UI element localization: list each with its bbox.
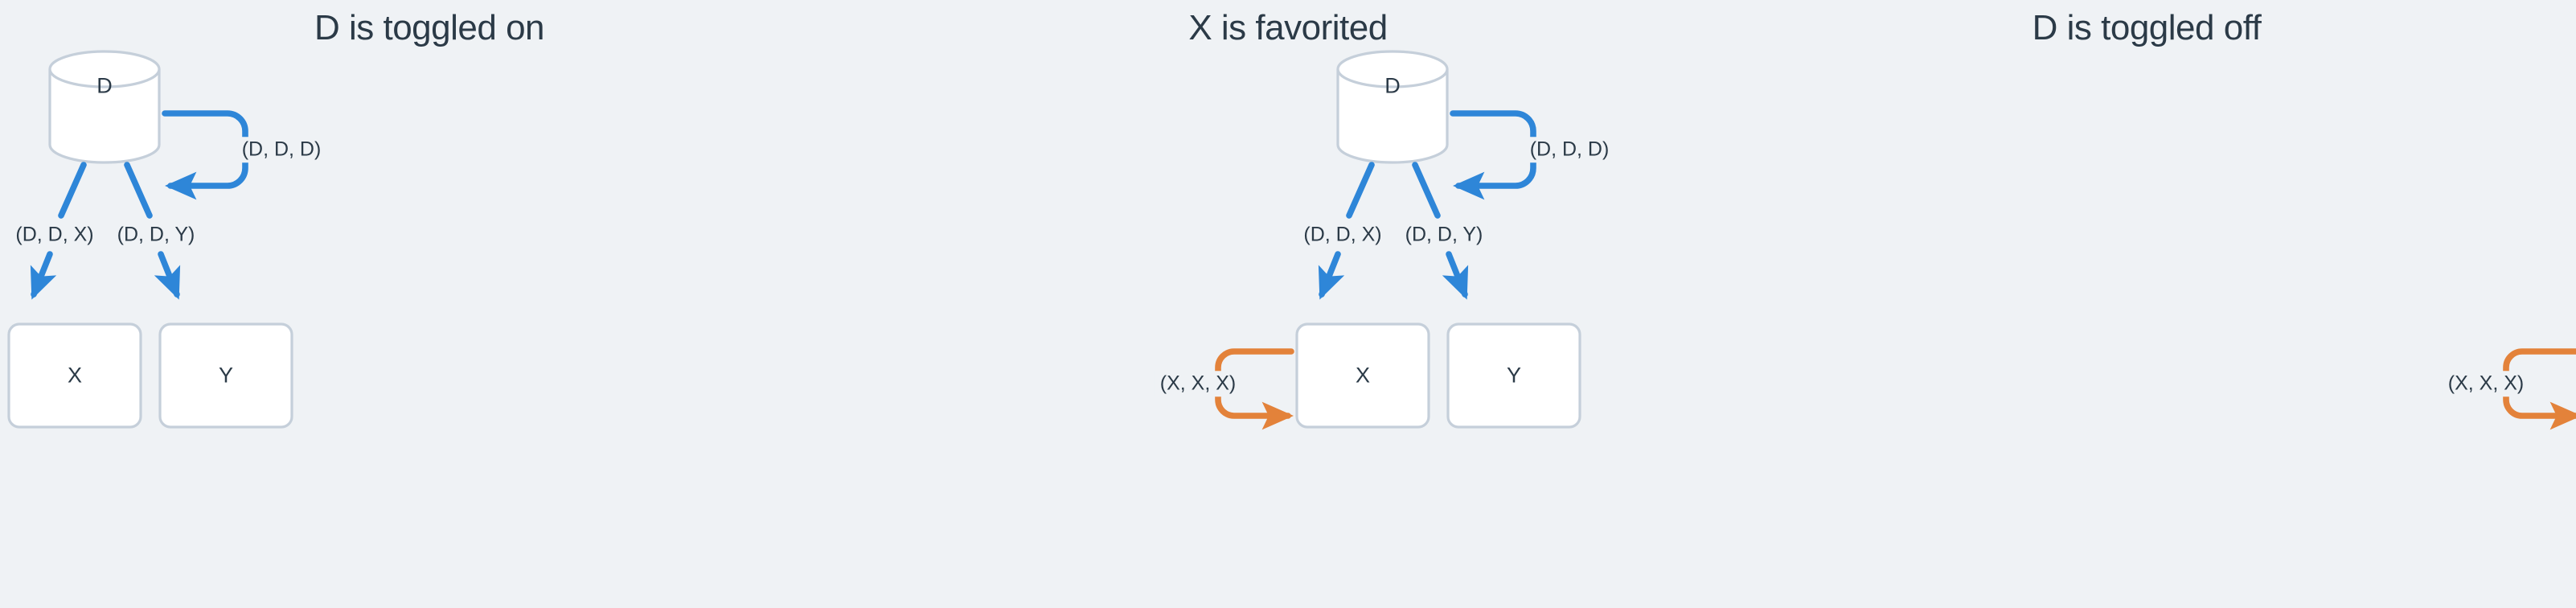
panel-toggled-on: D is toggled on bbox=[0, 0, 859, 608]
edge-x-self-label: (X, X, X) bbox=[1155, 371, 1241, 396]
db-node-d[interactable] bbox=[1336, 50, 1449, 164]
edge-d-to-x-label: (D, D, X) bbox=[10, 222, 99, 248]
edge-d-to-x[interactable] bbox=[1318, 162, 1375, 300]
panel-title: D is toggled on bbox=[314, 8, 545, 47]
edge-x-self[interactable] bbox=[2503, 348, 2576, 430]
edge-d-to-y-label: (D, D, Y) bbox=[1400, 222, 1488, 248]
edge-d-self[interactable] bbox=[1450, 110, 1536, 200]
edge-d-self[interactable] bbox=[162, 110, 248, 200]
edge-d-self-label: (D, D, D) bbox=[236, 137, 326, 162]
panel-favorited: X is favorited bbox=[859, 0, 1717, 608]
edge-d-to-y[interactable] bbox=[1412, 162, 1469, 300]
panel-toggled-off: D is toggled off bbox=[1717, 0, 2576, 608]
edge-x-self[interactable] bbox=[1215, 348, 1294, 430]
panel-graphics bbox=[2503, 348, 2576, 430]
panel-graphics bbox=[1215, 50, 1581, 430]
edge-d-to-y[interactable] bbox=[124, 162, 181, 300]
box-node-x[interactable] bbox=[7, 322, 142, 429]
panel-graphics bbox=[7, 50, 293, 429]
box-node-y[interactable] bbox=[1446, 322, 1581, 429]
edge-x-self-label: (X, X, X) bbox=[2443, 371, 2529, 396]
box-node-x[interactable] bbox=[1295, 322, 1430, 429]
edge-d-to-y-label: (D, D, Y) bbox=[112, 222, 200, 248]
edge-d-to-x[interactable] bbox=[30, 162, 87, 300]
db-node-d[interactable] bbox=[48, 50, 161, 164]
panel-title: D is toggled off bbox=[2032, 8, 2262, 47]
box-node-y[interactable] bbox=[158, 322, 293, 429]
panel-title: X is favorited bbox=[1188, 8, 1388, 47]
edge-d-to-x-label: (D, D, X) bbox=[1298, 222, 1387, 248]
edge-d-self-label: (D, D, D) bbox=[1524, 137, 1614, 162]
